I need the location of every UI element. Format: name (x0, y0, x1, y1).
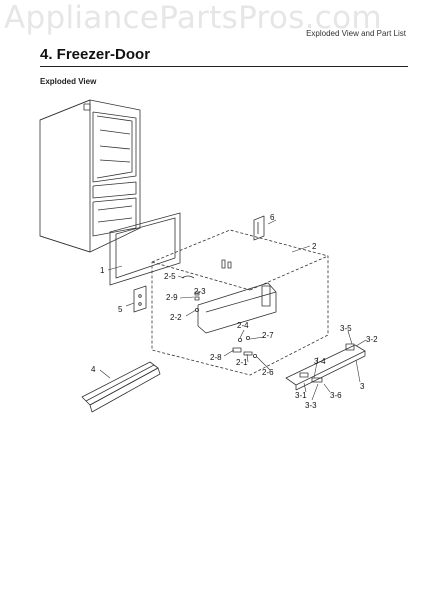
door-liner (197, 282, 277, 334)
label-3-6: 3-6 (330, 391, 342, 400)
label-2-5: 2-5 (164, 272, 176, 281)
label-2: 2 (312, 242, 317, 251)
header-tag: Exploded View and Part List (306, 29, 406, 38)
label-6: 6 (270, 213, 275, 222)
label-2-1: 2-1 (236, 358, 248, 367)
section-title: 4. Freezer-Door (40, 46, 151, 63)
label-3-3: 3-3 (305, 401, 317, 410)
part-labels: 1 2 6 5 4 2-5 2-9 2-3 2-2 2-4 2-7 2-8 2-… (91, 213, 378, 410)
hinge-bracket (133, 285, 147, 313)
exploded-view-title: Exploded View (40, 77, 97, 86)
label-2-3: 2-3 (194, 287, 206, 296)
label-5: 5 (118, 305, 123, 314)
watermark-logo: AppliancePartsPros.com (4, 0, 382, 36)
label-3-5: 3-5 (340, 324, 352, 333)
label-3-4: 3-4 (314, 357, 326, 366)
door-handle (81, 361, 161, 413)
label-3-2: 3-2 (366, 335, 378, 344)
label-3: 3 (360, 382, 365, 391)
label-2-4: 2-4 (237, 321, 249, 330)
refrigerator-cabinet (39, 99, 141, 253)
title-rule (40, 66, 408, 67)
label-2-9: 2-9 (166, 293, 178, 302)
label-2-8: 2-8 (210, 353, 222, 362)
door-gasket (109, 212, 181, 286)
door-assembly-box (151, 229, 329, 376)
door-rail (285, 343, 366, 391)
label-1: 1 (100, 266, 105, 275)
label-3-1: 3-1 (295, 391, 307, 400)
label-2-7: 2-7 (262, 331, 274, 340)
label-2-2: 2-2 (170, 313, 182, 322)
leader-lines (99, 219, 367, 401)
small-hardware (181, 259, 257, 358)
label-2-6: 2-6 (262, 368, 274, 377)
label-4: 4 (91, 365, 96, 374)
top-bracket (253, 215, 265, 241)
